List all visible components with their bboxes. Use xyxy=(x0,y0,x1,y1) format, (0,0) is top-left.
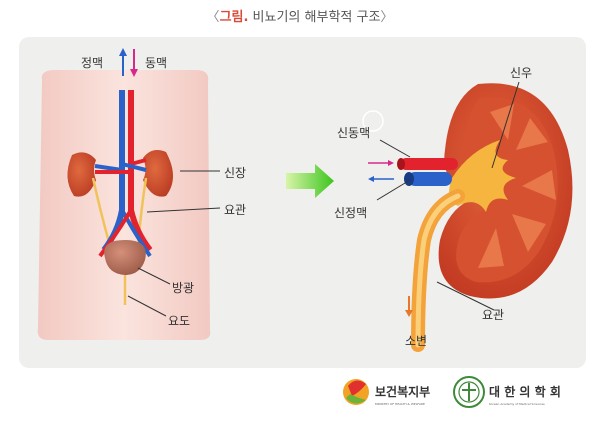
figure-title: 〈그림. 비뇨기의 해부학적 구조〉 xyxy=(0,6,600,25)
label-bladder: 방광 xyxy=(172,281,195,295)
transition-arrow-icon xyxy=(286,164,334,198)
bladder-shape xyxy=(104,240,146,275)
mohw-logo-icon xyxy=(343,379,369,405)
label-urethra: 요도 xyxy=(168,314,191,328)
vein-flow-arrow-icon xyxy=(368,176,394,182)
label-kidney: 신장 xyxy=(224,166,247,180)
right-kidney-shape xyxy=(143,150,173,197)
left-kidney-shape xyxy=(67,152,96,197)
renal-vessels xyxy=(397,158,458,186)
label-ureter: 요관 xyxy=(224,203,247,217)
kmas-logo-icon xyxy=(453,376,485,408)
label-renal-vein: 신정맥 xyxy=(334,206,368,220)
kmas-subtitle: Korean Academy of Medical Sciences xyxy=(489,402,545,406)
title-prefix: 그림. xyxy=(219,10,249,25)
label-ureter-right: 요관 xyxy=(482,308,505,322)
title-text: 비뇨기의 해부학적 구조 xyxy=(248,10,381,25)
kidney-cross-section xyxy=(411,83,573,352)
urine-flow-arrow-icon xyxy=(405,296,413,317)
vein-arrow-icon xyxy=(119,48,127,76)
label-renal-pelvis: 신우 xyxy=(510,66,533,80)
highlight-ring xyxy=(362,110,384,132)
mohw-name: 보건복지부 xyxy=(375,385,431,399)
title-open-bracket: 〈 xyxy=(206,10,220,25)
artery-arrow-icon xyxy=(130,49,138,77)
label-urine: 소변 xyxy=(405,334,428,348)
kmas-name: 대 한 의 학 회 xyxy=(489,385,561,399)
label-vein: 정맥 xyxy=(81,56,104,70)
label-artery: 동맥 xyxy=(145,56,168,70)
label-renal-artery: 신동맥 xyxy=(337,126,371,140)
mohw-subtitle: MINISTRY OF HEALTH & WELFARE xyxy=(375,402,425,406)
title-close-bracket: 〉 xyxy=(380,10,394,25)
artery-flow-arrow-icon xyxy=(368,160,394,166)
